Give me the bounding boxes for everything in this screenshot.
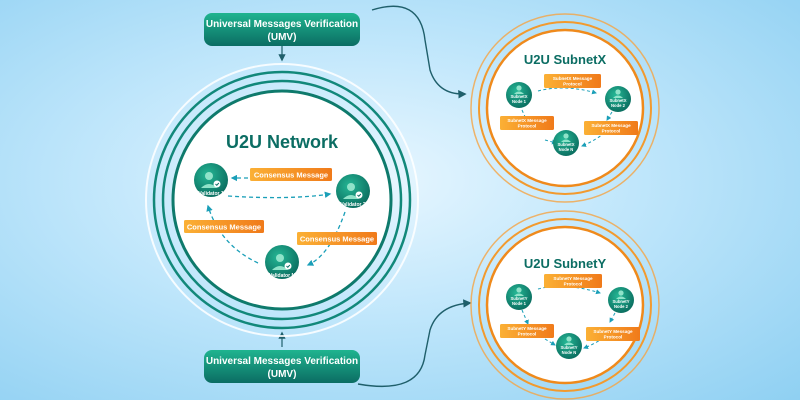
subnet-x-node-1: SubnetX Node 1 — [506, 82, 532, 108]
subnet-y-node-n: SubnetY Node N — [556, 333, 582, 359]
subnet-y-message-3-line1: SubnetY Message — [593, 329, 633, 334]
subnet-x-message-1-line2: Protocol — [563, 82, 582, 87]
umv-top-box: Universal Messages Verification (UMV) — [204, 13, 360, 46]
subnet-x-node-1-name: SubnetX — [511, 94, 528, 99]
consensus-message-3-label: Consensus Message — [300, 235, 374, 244]
consensus-message-3: Consensus Message — [297, 232, 377, 245]
subnet-x-message-3-line1: SubnetX Message — [591, 123, 631, 128]
connector-top — [371, 5, 467, 99]
umv-bottom-line1: Universal Messages Verification — [206, 356, 358, 367]
subnet-y-node-1: SubnetY Node 1 — [506, 284, 532, 310]
umv-top-line2: (UMV) — [268, 32, 297, 43]
subnet-y-message-1-line2: Protocol — [564, 282, 583, 287]
user-icon — [514, 85, 524, 94]
user-icon — [616, 290, 626, 299]
user-check-icon — [272, 254, 292, 270]
consensus-message-2: Consensus Message — [184, 220, 264, 233]
connector-bottom — [357, 299, 472, 388]
subnet-x-title: U2U SubnetX — [524, 52, 607, 67]
subnet-y-rings — [470, 210, 660, 400]
user-check-icon — [201, 172, 221, 188]
validator-1: Validator 1 — [194, 163, 228, 197]
validator-2: Validator 2 — [336, 174, 370, 208]
umv-bottom-box: Universal Messages Verification (UMV) — [204, 350, 360, 383]
subnet-x-message-2-line2: Protocol — [518, 124, 537, 129]
subnet-x-node-2-name: SubnetX — [610, 98, 627, 103]
validator-n: Validator N — [265, 245, 299, 279]
subnet-x-message-2-line1: SubnetX Message — [507, 118, 547, 123]
umv-top-line1: Universal Messages Verification — [206, 19, 358, 30]
subnet-y-message-2-line2: Protocol — [518, 332, 537, 337]
validator-1-label: Validator 1 — [198, 191, 224, 197]
subnet-x-node-n-num: Node N — [559, 147, 574, 152]
subnet-x-node-n-name: SubnetX — [558, 142, 575, 147]
subnet-x-node-2: SubnetX Node 2 — [605, 86, 631, 112]
consensus-message-2-label: Consensus Message — [187, 223, 261, 232]
subnet-y-title: U2U SubnetY — [524, 256, 607, 271]
subnet-y-node-1-name: SubnetY — [511, 296, 528, 301]
subnet-x-message-2: SubnetX Message Protocol — [500, 116, 554, 130]
subnet-x-rings — [470, 13, 660, 203]
umv-bottom-line2: (UMV) — [268, 369, 297, 380]
user-icon — [613, 89, 623, 98]
subnet-y-message-3-line2: Protocol — [604, 335, 623, 340]
subnet-x-message-3-line2: Protocol — [602, 129, 621, 134]
subnet-y-node-1-num: Node 1 — [512, 301, 527, 306]
subnet-y-message-1: SubnetY Message Protocol — [544, 274, 602, 288]
user-icon — [514, 287, 524, 296]
subnet-y-node-n-name: SubnetY — [561, 345, 578, 350]
consensus-message-1: Consensus Message — [250, 168, 332, 181]
subnet-x-node-2-num: Node 2 — [611, 103, 626, 108]
subnet-y-message-3: SubnetY Message Protocol — [586, 327, 640, 341]
validator-n-label: Validator N — [269, 273, 296, 279]
subnet-x-node-1-num: Node 1 — [512, 99, 527, 104]
subnet-y-message-2: SubnetY Message Protocol — [500, 324, 554, 338]
user-icon — [561, 133, 571, 142]
user-check-icon — [343, 183, 363, 199]
subnet-x-node-n: SubnetX Node N — [553, 130, 579, 156]
subnet-x-message-1-line1: SubnetX Message — [553, 76, 593, 81]
subnet-y-message-2-line1: SubnetY Message — [507, 326, 547, 331]
validator-2-label: Validator 2 — [340, 202, 366, 208]
network-title: U2U Network — [226, 132, 339, 152]
subnet-y-message-1-line1: SubnetY Message — [553, 276, 593, 281]
subnet-x-message-3: SubnetX Message Protocol — [584, 121, 638, 135]
user-icon — [564, 336, 574, 345]
subnet-y-node-2-name: SubnetY — [613, 299, 630, 304]
subnet-y-node-2: SubnetY Node 2 — [608, 287, 634, 313]
subnet-y-node-n-num: Node N — [562, 350, 577, 355]
subnet-x-message-1: SubnetX Message Protocol — [544, 74, 601, 88]
consensus-message-1-label: Consensus Message — [254, 171, 328, 180]
subnet-y-node-2-num: Node 2 — [614, 304, 629, 309]
network-rings — [145, 63, 419, 337]
